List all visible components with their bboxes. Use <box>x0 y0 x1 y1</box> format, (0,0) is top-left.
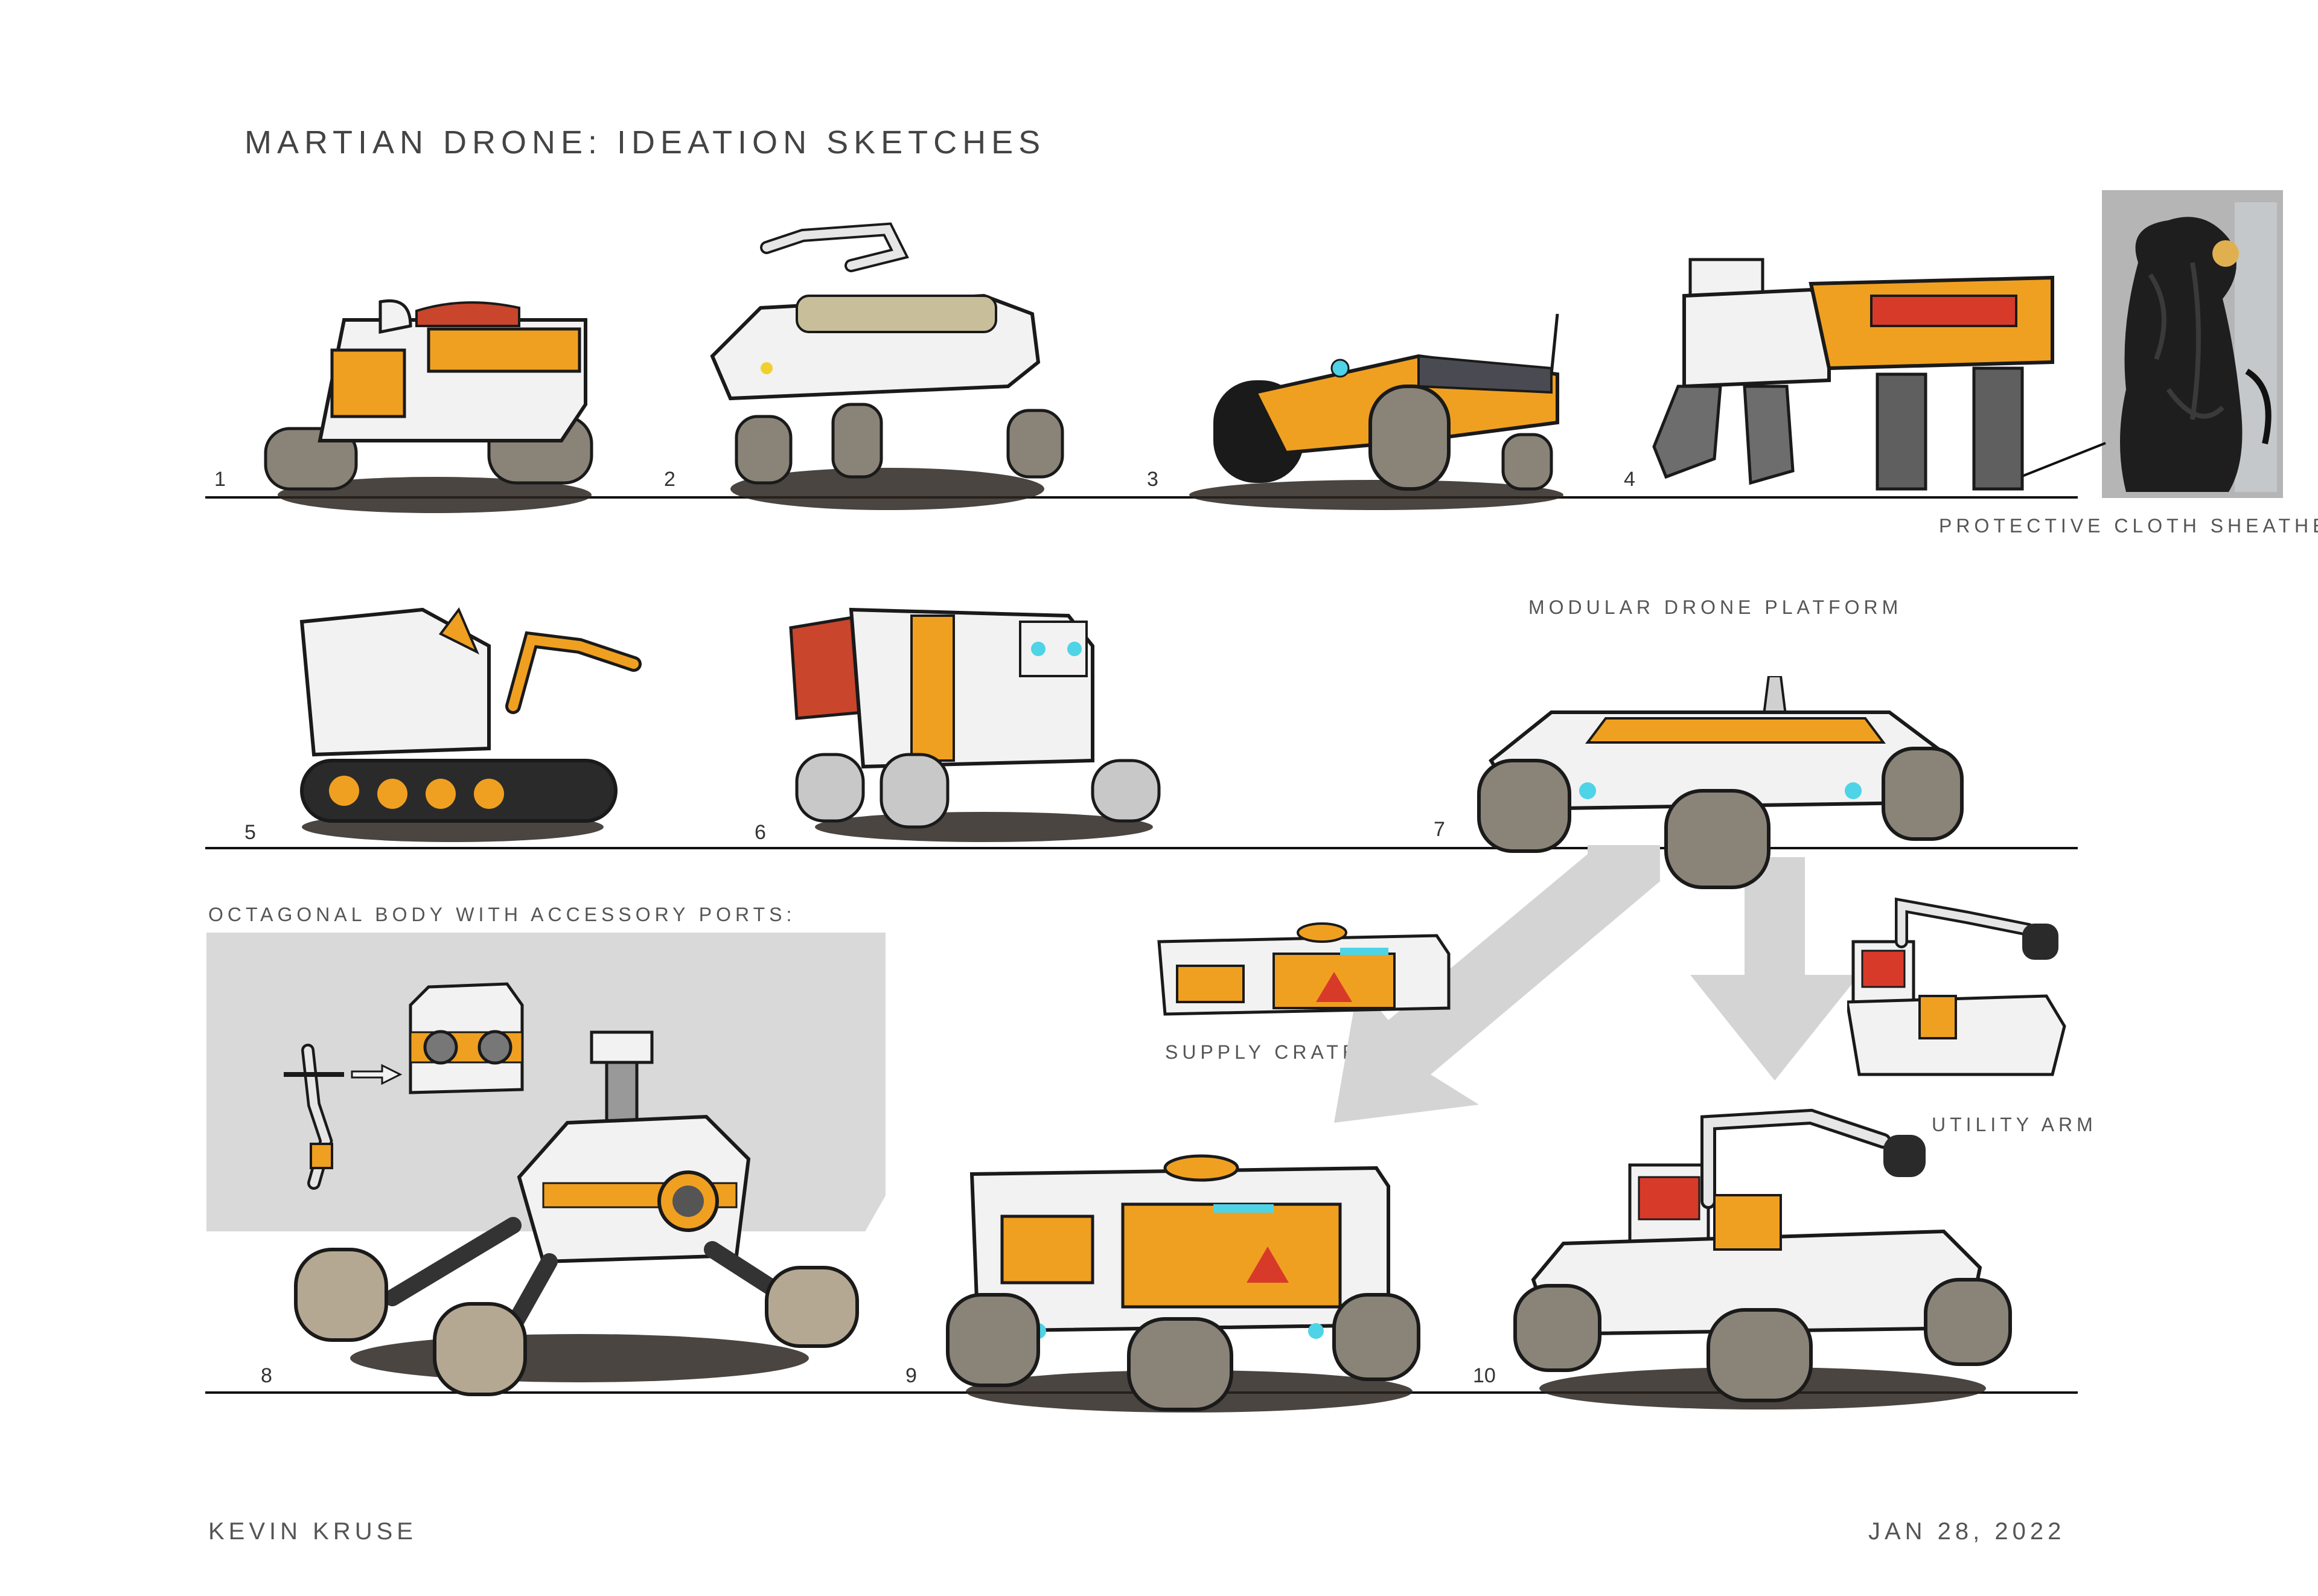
drone-sketch-9 <box>946 1154 1420 1412</box>
drone-sketch-5 <box>299 607 642 842</box>
drone-sketch-10 <box>1513 1108 2012 1409</box>
sketch-number-8: 8 <box>261 1364 272 1387</box>
footer-author: KEVIN KRUSE <box>208 1518 417 1545</box>
attach-arrow-icon <box>351 1064 403 1085</box>
arrow-down <box>1690 857 1859 1080</box>
protective-cloth-photo <box>2102 190 2283 498</box>
page-title: MARTIAN DRONE: IDEATION SKETCHES <box>244 124 1046 161</box>
callout-line <box>2011 442 2106 482</box>
arrow-left-down <box>1334 845 1660 1123</box>
drone-sketch-2 <box>710 222 1064 510</box>
drone-sketch-6 <box>789 607 1161 842</box>
footer-date: JAN 28, 2022 <box>1868 1518 2066 1545</box>
sketch-number-3: 3 <box>1147 468 1158 491</box>
drone-sketch-8 <box>294 1030 859 1396</box>
accessory-arm-part <box>284 1044 344 1190</box>
drone-sketch-1 <box>264 299 593 513</box>
ground-line-row-2 <box>205 847 2078 849</box>
label-supply-crate: SUPPLY CRATE <box>1165 1041 1360 1063</box>
sketch-number-6: 6 <box>755 821 766 844</box>
label-modular-platform: MODULAR DRONE PLATFORM <box>1528 596 1903 618</box>
sketch-number-10: 10 <box>1473 1364 1496 1387</box>
drone-sketch-4 <box>1652 258 2054 491</box>
drone-sketch-7 <box>1477 676 1964 889</box>
sketch-number-7: 7 <box>1434 818 1445 841</box>
utility-arm-sketch <box>1847 897 2066 1076</box>
label-octagonal-body: OCTAGONAL BODY WITH ACCESSORY PORTS: <box>208 904 796 925</box>
drone-sketch-3 <box>1189 313 1563 510</box>
sketch-number-1: 1 <box>214 468 226 491</box>
supply-crate-sketch <box>1157 922 1451 1016</box>
sketch-number-5: 5 <box>244 821 256 844</box>
label-protective-cloth: PROTECTIVE CLOTH SHEATHE <box>1939 515 2318 537</box>
accessory-port-module <box>409 982 524 1094</box>
ground-line-row-1 <box>205 496 2078 499</box>
arrows-graphic <box>1334 845 1859 1123</box>
sketch-number-4: 4 <box>1624 468 1635 491</box>
label-utility-arm: UTILITY ARM <box>1932 1114 2097 1135</box>
sketch-number-2: 2 <box>664 468 675 491</box>
sketch-number-9: 9 <box>905 1364 917 1387</box>
